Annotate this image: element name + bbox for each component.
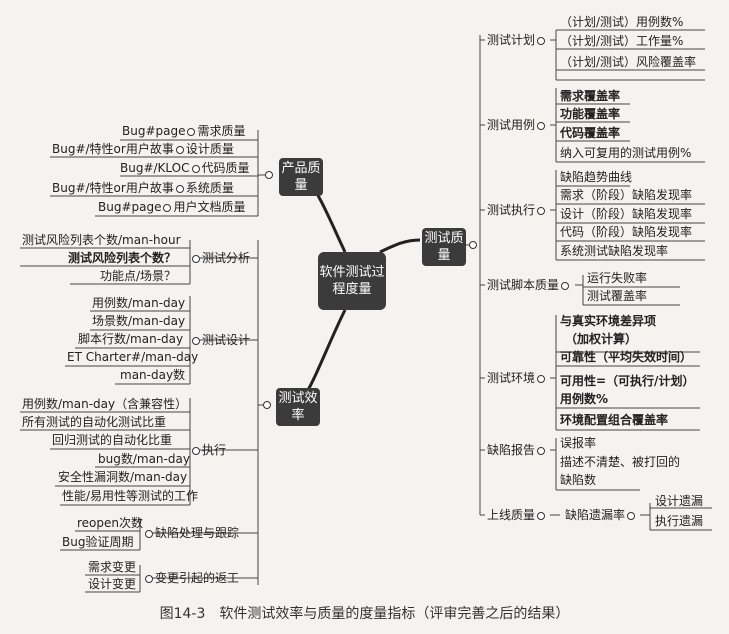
list-item: 功能覆盖率 — [560, 107, 621, 121]
node-icon — [537, 512, 546, 520]
list-item: 代码覆盖率 — [560, 126, 621, 140]
efficiency-node: 测试效率 — [276, 388, 320, 426]
node-icon — [192, 255, 200, 263]
node-icon — [537, 122, 546, 130]
list-item: （计划/测试）用例数% — [560, 15, 684, 29]
list-item: 用例数/man-day（含兼容性） — [22, 397, 188, 411]
list-item: 设计变更 — [88, 577, 137, 591]
quality-sub-leak: 缺陷遗漏率 — [565, 508, 637, 523]
node-icon — [187, 128, 196, 136]
list-item: 需求（阶段）缺陷发现率 — [560, 188, 693, 202]
list-item: 设计遗漏 — [655, 494, 704, 508]
list-item: 可靠性（平均失效时间） — [560, 350, 693, 364]
list-item: 场景数/man-day — [92, 314, 186, 328]
node-icon — [627, 512, 636, 520]
list-item: 需求变更 — [88, 560, 137, 574]
efficiency-group-defect: 缺陷处理与跟踪 — [143, 526, 239, 541]
list-item: Bug#/特性or用户故事系统质量 — [52, 181, 234, 195]
list-item: 用例数/man-day — [92, 296, 186, 310]
list-item: 缺陷数 — [560, 473, 597, 487]
list-item: Bug#/特性or用户故事设计质量 — [52, 142, 234, 156]
node-icon — [191, 165, 200, 173]
list-item: 可用性=（可执行/计划） — [560, 374, 695, 388]
node-icon — [192, 447, 200, 455]
node-icon — [145, 530, 153, 538]
list-item: 需求覆盖率 — [560, 89, 621, 103]
quality-group-online: 上线质量 — [487, 508, 547, 523]
node-icon — [537, 207, 546, 215]
list-item: 与真实环境差异项 — [560, 314, 657, 328]
list-item: 环境配置组合覆盖率 — [560, 413, 669, 427]
list-item: Bug验证周期 — [62, 535, 134, 549]
efficiency-connector-icon — [263, 401, 271, 409]
node-icon — [561, 282, 570, 290]
list-item: 安全性漏洞数/man-day — [58, 470, 188, 484]
efficiency-group-analysis: 测试分析 — [190, 251, 250, 266]
list-item: 脚本行数/man-day — [78, 332, 184, 346]
list-item: 描述不清楚、被打回的 — [560, 455, 681, 469]
list-item: 性能/易用性等测试的工作 — [62, 489, 199, 503]
node-icon — [175, 185, 184, 193]
efficiency-group-exec: 执行 — [190, 443, 226, 458]
quality-node: 测试质量 — [422, 228, 466, 266]
list-item: man-day数 — [120, 368, 186, 382]
product-connector-icon — [265, 171, 273, 179]
quality-group-script: 测试脚本质量 — [487, 278, 571, 293]
node-icon — [537, 37, 546, 45]
list-item: 所有测试的自动化测试比重 — [22, 415, 167, 429]
list-item: reopen次数 — [77, 516, 144, 530]
list-item: 测试覆盖率 — [587, 289, 648, 303]
list-item: （计划/测试）工作量% — [560, 34, 684, 48]
list-item: 执行遗漏 — [655, 514, 704, 528]
list-item: 系统测试缺陷发现率 — [560, 244, 669, 258]
center-label: 软件测试过程度量 — [319, 265, 385, 297]
quality-group-exec: 测试执行 — [487, 203, 547, 218]
list-item: 缺陷趋势曲线 — [560, 170, 633, 184]
list-item: 用例数% — [560, 392, 609, 406]
quality-group-env: 测试环境 — [487, 371, 547, 386]
efficiency-group-change: 变更引起的返工 — [143, 571, 239, 586]
list-item: （计划/测试）风险覆盖率 — [560, 55, 697, 69]
list-item: 设计（阶段）缺陷发现率 — [560, 207, 693, 221]
efficiency-group-design: 测试设计 — [190, 333, 250, 348]
node-icon — [163, 204, 172, 212]
node-icon — [145, 575, 153, 583]
list-item: （加权计算） — [565, 332, 638, 346]
node-icon — [537, 375, 546, 383]
quality-label: 测试质量 — [424, 231, 464, 263]
list-item: 测试风险列表个数？ — [68, 251, 177, 265]
center-node: 软件测试过程度量 — [318, 252, 386, 310]
quality-connector-icon — [469, 241, 477, 249]
efficiency-label: 测试效率 — [278, 391, 318, 423]
quality-group-case: 测试用例 — [487, 118, 547, 133]
list-item: 运行失败率 — [587, 271, 648, 285]
node-icon — [175, 146, 184, 154]
product-label: 产品质量 — [281, 161, 321, 193]
list-item: 误报率 — [560, 436, 597, 450]
list-item: 纳入可复用的测试用例% — [560, 146, 692, 160]
list-item: 回归测试的自动化比重 — [52, 433, 173, 447]
quality-group-plan: 测试计划 — [487, 33, 547, 48]
list-item: bug数/man-day — [98, 452, 190, 466]
node-icon — [537, 447, 546, 455]
list-item: ET Charter#/man-day — [67, 350, 199, 364]
list-item: 测试风险列表个数/man-hour — [22, 233, 181, 247]
list-item: 代码（阶段）缺陷发现率 — [560, 225, 693, 239]
figure-caption: 图14-3 软件测试效率与质量的度量指标（评审完善之后的结果） — [159, 606, 570, 622]
list-item: 功能点/场景？ — [100, 269, 177, 283]
product-node: 产品质量 — [279, 158, 323, 196]
quality-group-defect: 缺陷报告 — [487, 443, 547, 458]
node-icon — [192, 337, 200, 345]
